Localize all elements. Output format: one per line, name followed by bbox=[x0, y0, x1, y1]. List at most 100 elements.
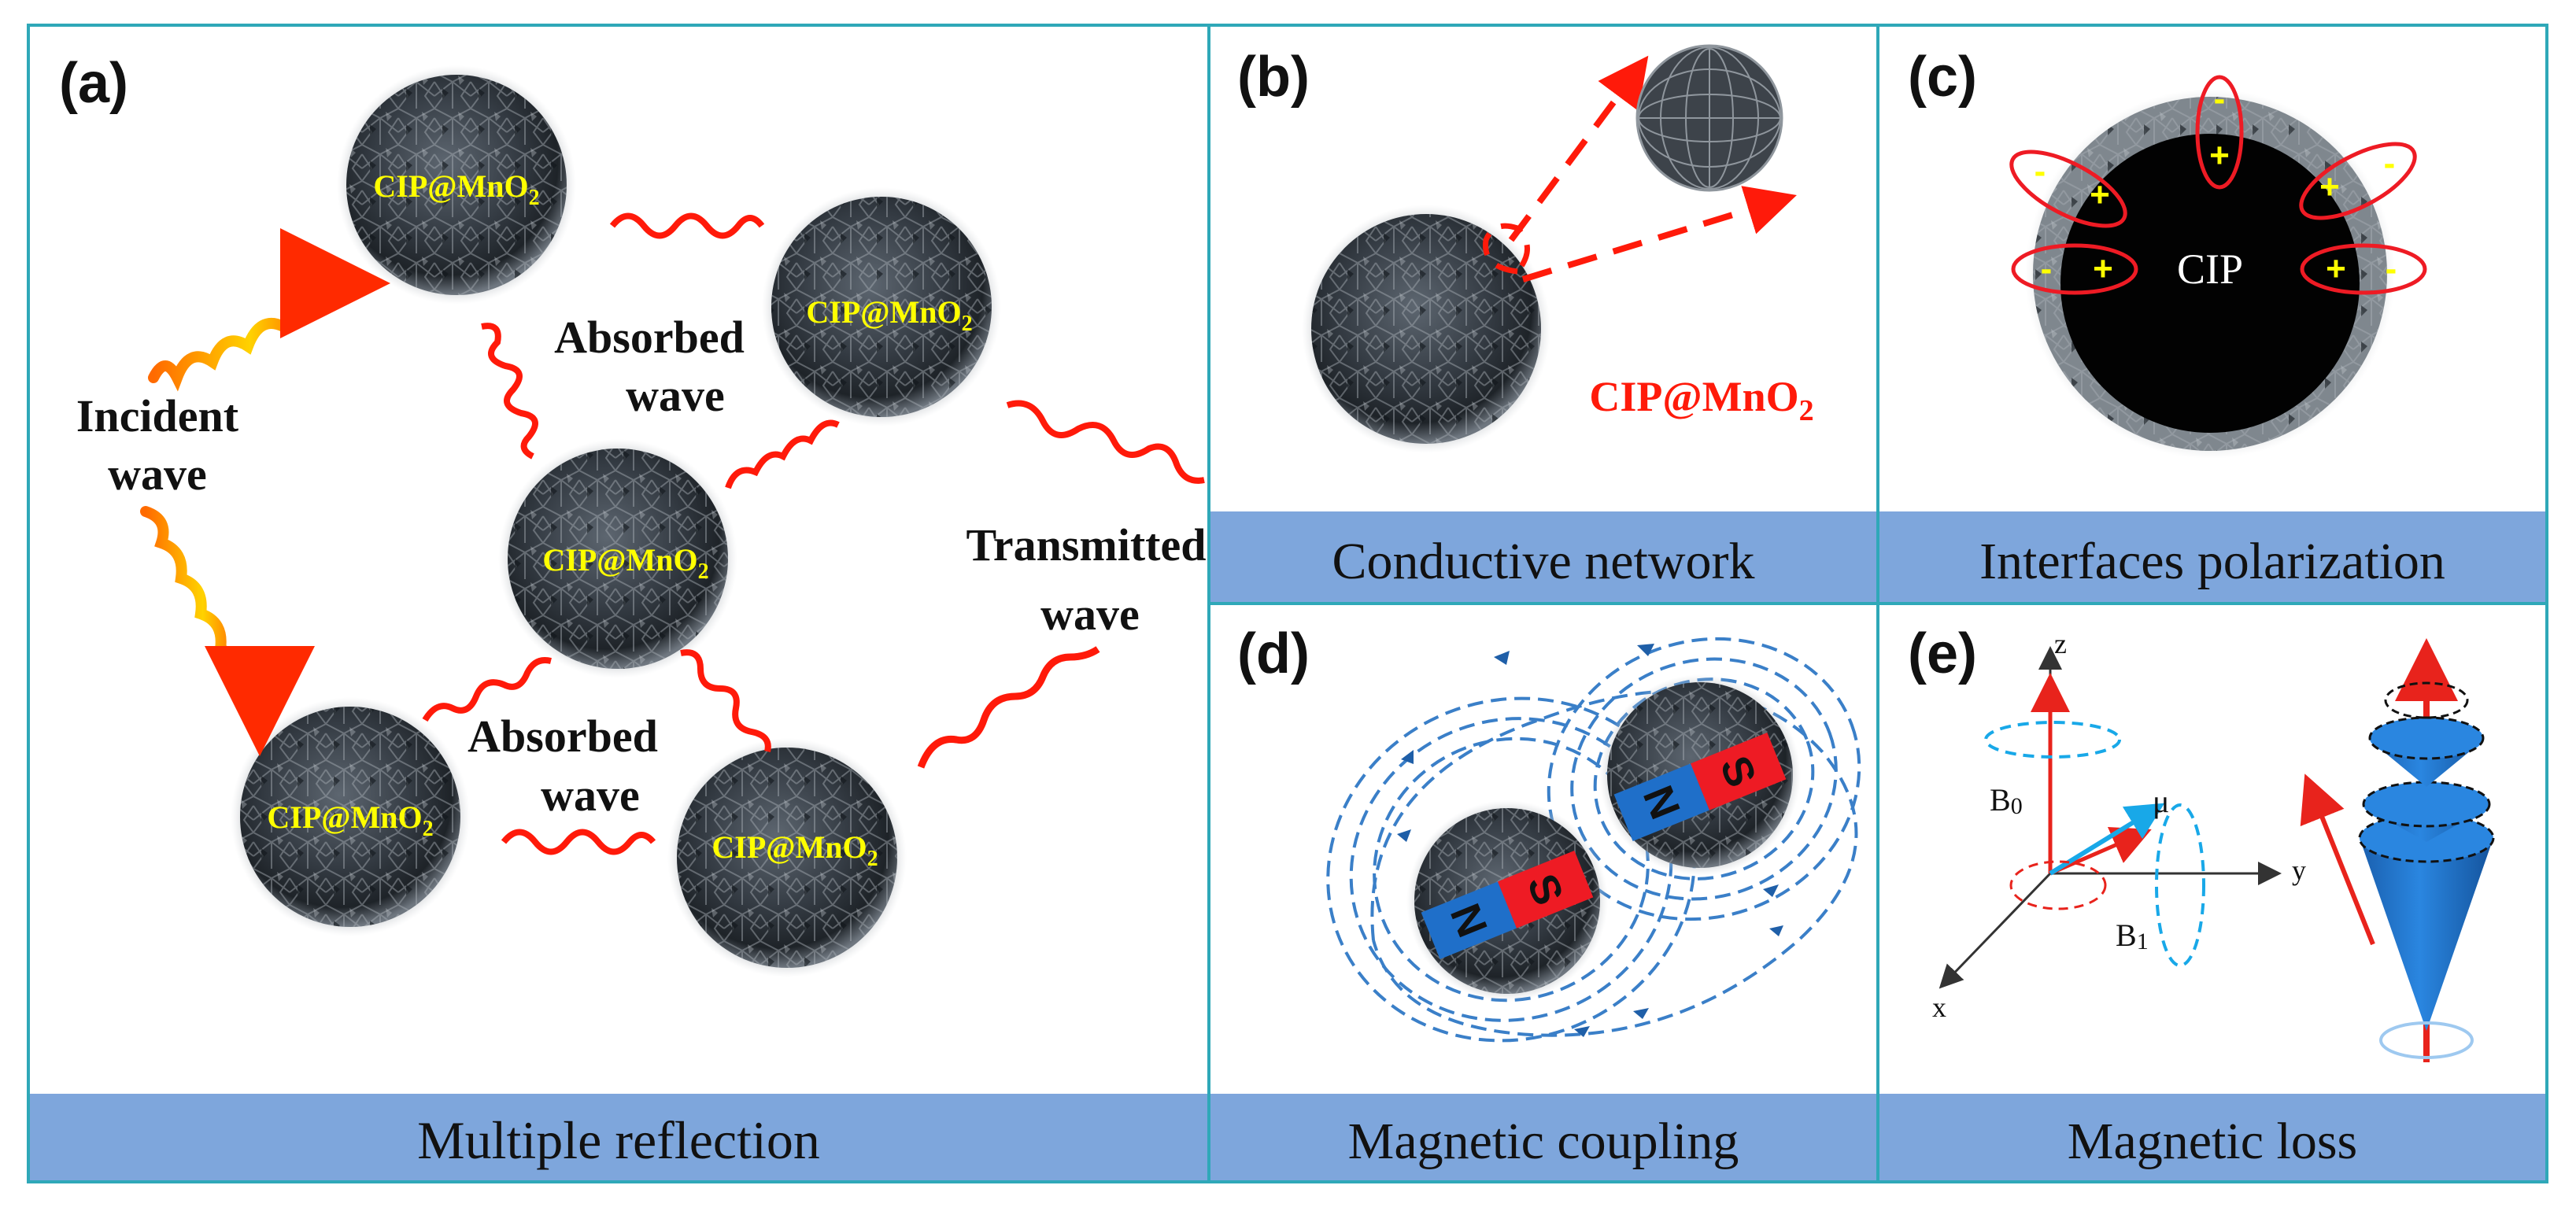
svg-text:B1: B1 bbox=[2116, 917, 2149, 954]
charge-plus: + bbox=[2090, 175, 2110, 214]
particle-a2-label: CIP@MnO bbox=[806, 294, 961, 330]
dipole-right bbox=[2300, 243, 2427, 295]
dipole-upper-right bbox=[2299, 142, 2417, 220]
cone-top-ring bbox=[2384, 681, 2469, 719]
caption-bar-c bbox=[1879, 511, 2545, 602]
magnet-d1: N S bbox=[1421, 850, 1594, 960]
panel-e-frame bbox=[1876, 602, 2548, 1183]
caption-e: Magnetic loss bbox=[2068, 1113, 2357, 1170]
charge-minus: - bbox=[2035, 152, 2046, 190]
dipole-left bbox=[2011, 243, 2138, 295]
cip-core-label: CIP bbox=[2177, 246, 2243, 293]
transmitted-wave-lower bbox=[917, 646, 1100, 769]
charge-plus: + bbox=[2319, 168, 2340, 206]
cone-base-ring bbox=[2379, 1021, 2474, 1059]
dipoles bbox=[2009, 75, 2427, 295]
reflected-wave-2 bbox=[725, 419, 840, 489]
dipole-charges: - + - + - + - + + - bbox=[2035, 79, 2397, 288]
particle-a5: CIP@MnO2 bbox=[667, 738, 907, 977]
absorbed-wave-right bbox=[680, 649, 771, 752]
panel-a-particles: CIP@MnO2 CIP@MnO2 CIP@MnO2 CIP@MnO2 CIP@… bbox=[231, 65, 1001, 977]
particle-b bbox=[1302, 205, 1550, 453]
panel-a-waves bbox=[140, 212, 1205, 855]
caption-bar-d bbox=[1210, 1094, 1876, 1180]
cone-lower bbox=[2360, 838, 2493, 1031]
panel-e-content: z y x B0 B1 μ bbox=[1932, 628, 2495, 1062]
transmitted-label-2: wave bbox=[1040, 589, 1140, 640]
svg-text:CIP@MnO2: CIP@MnO2 bbox=[542, 542, 708, 584]
particle-a4-label: CIP@MnO bbox=[267, 799, 422, 835]
absorbed-bottom-label-2: wave bbox=[541, 770, 640, 821]
zoom-line-upper bbox=[1508, 55, 1649, 242]
absorbed-top-label-2: wave bbox=[626, 370, 725, 421]
particle-a2: CIP@MnO2 bbox=[762, 187, 1001, 426]
zoom-line-lower bbox=[1521, 186, 1797, 282]
precession-loop-side bbox=[2155, 803, 2205, 967]
panel-a-text: Incident wave Absorbed wave Transmitted … bbox=[76, 312, 1207, 821]
charge-minus: - bbox=[2386, 249, 2397, 288]
axis-x-label: x bbox=[1932, 991, 1946, 1023]
conductive-network-sphere bbox=[1635, 44, 1783, 192]
b1-rotation bbox=[2009, 860, 2107, 910]
particle-a5-label: CIP@MnO bbox=[711, 829, 867, 865]
svg-text:CIP@MnO2: CIP@MnO2 bbox=[711, 829, 878, 871]
svg-text:CIP@MnO2: CIP@MnO2 bbox=[373, 168, 539, 210]
caption-bar-e bbox=[1879, 1094, 2545, 1180]
caption-a: Multiple reflection bbox=[417, 1110, 820, 1170]
absorbed-top-label-1: Absorbed bbox=[554, 312, 745, 363]
caption-d: Magnetic coupling bbox=[1348, 1113, 1739, 1170]
charge-minus: - bbox=[2041, 249, 2053, 288]
coordinate-axes bbox=[1938, 646, 2282, 989]
absorbed-wave-bottom bbox=[501, 829, 656, 855]
zoom-callout bbox=[1483, 55, 1797, 282]
dipole-upper-left bbox=[2009, 150, 2127, 228]
caption-bars: Multiple reflection Conductive network I… bbox=[30, 511, 2545, 1180]
panel-label-e: (e) bbox=[1908, 622, 1977, 685]
panel-label-c: (c) bbox=[1908, 46, 1977, 109]
panel-frames bbox=[27, 24, 2548, 1183]
particle-a3-label: CIP@MnO bbox=[542, 542, 697, 578]
cip-core bbox=[2060, 134, 2360, 433]
panel-b-content: CIP@MnO2 bbox=[1302, 44, 1814, 453]
b0-label: B bbox=[1990, 782, 2011, 818]
caption-c: Interfaces polarization bbox=[1979, 533, 2445, 590]
panel-d-content: N S N S bbox=[1326, 637, 1861, 1043]
axis-x bbox=[1938, 872, 2052, 989]
transmitted-wave-upper bbox=[1006, 400, 1205, 484]
absorbed-bottom-label-1: Absorbed bbox=[468, 711, 658, 762]
panel-c-content: CIP - + - + - + - + + - bbox=[2009, 75, 2427, 459]
incident-wave-upper bbox=[148, 228, 390, 392]
charge-plus: + bbox=[2093, 249, 2113, 288]
mu-vector bbox=[2049, 803, 2165, 876]
zoom-circle bbox=[1483, 223, 1530, 275]
svg-text:B0: B0 bbox=[1990, 782, 2023, 819]
incident-label-1: Incident bbox=[76, 390, 239, 441]
caption-b: Conductive network bbox=[1332, 533, 1754, 590]
particle-a3: CIP@MnO2 bbox=[498, 439, 737, 678]
reflected-wave-1 bbox=[609, 212, 765, 239]
cone-upper bbox=[2368, 716, 2485, 760]
b1-label: B bbox=[2116, 917, 2137, 953]
charge-minus: - bbox=[2384, 144, 2396, 183]
magnet-d2: N S bbox=[1613, 732, 1787, 842]
svg-text:CIP@MnO2: CIP@MnO2 bbox=[1589, 373, 1813, 427]
caption-bar-a bbox=[30, 1094, 1207, 1180]
svg-text:CIP@MnO2: CIP@MnO2 bbox=[806, 294, 972, 336]
incident-label-2: wave bbox=[108, 449, 207, 500]
particle-b-label: CIP@MnO bbox=[1589, 373, 1798, 420]
precession-cones bbox=[2300, 638, 2495, 1062]
transmitted-label-1: Transmitted bbox=[966, 519, 1206, 570]
particle-a4: CIP@MnO2 bbox=[231, 697, 470, 936]
particle-a1: CIP@MnO2 bbox=[337, 65, 576, 305]
precession-loop-top bbox=[1984, 721, 2121, 759]
mu-label: μ bbox=[2153, 784, 2169, 819]
panel-label-d: (d) bbox=[1237, 622, 1310, 685]
dipole-top bbox=[2195, 75, 2244, 190]
incident-wave-lower bbox=[140, 506, 315, 756]
particle-a1-label: CIP@MnO bbox=[373, 168, 528, 204]
charge-plus: + bbox=[2326, 249, 2346, 288]
charge-plus: + bbox=[2209, 136, 2230, 175]
charge-minus: - bbox=[2214, 79, 2226, 118]
